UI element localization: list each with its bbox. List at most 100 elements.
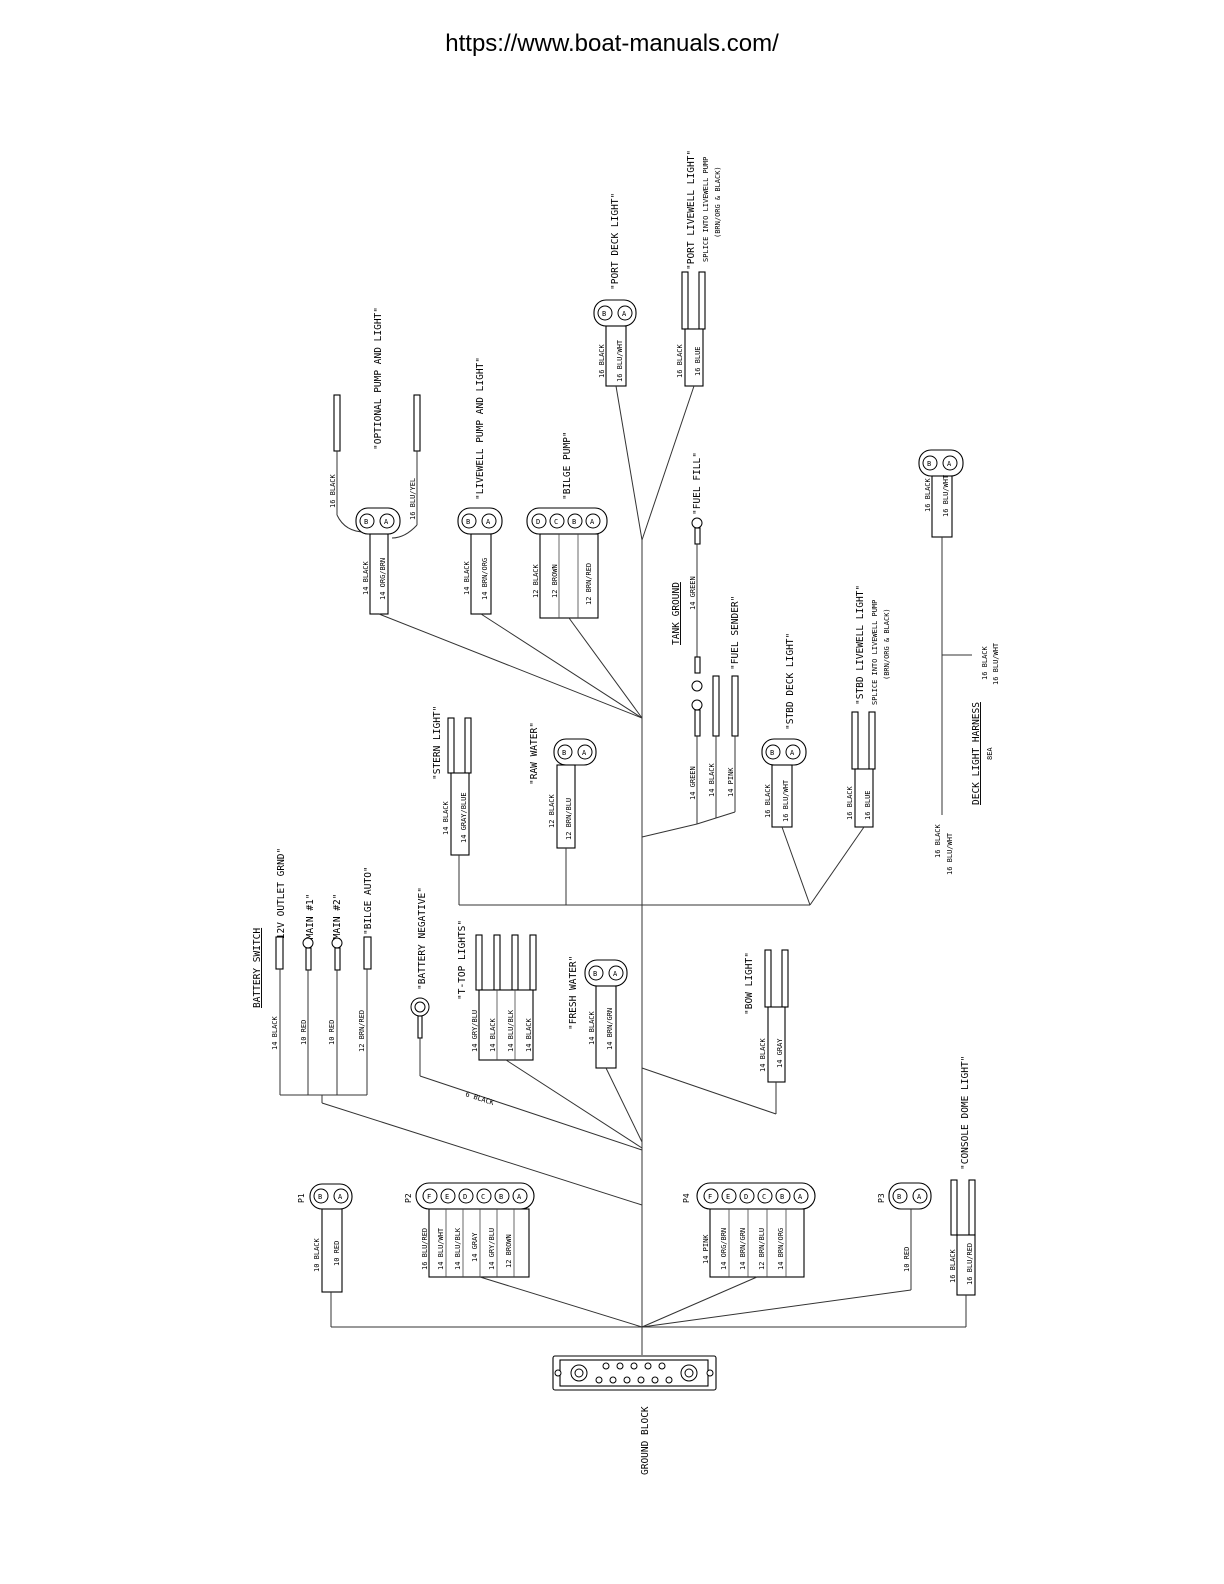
optional-pin-a: A xyxy=(384,518,389,526)
port-deck-pin-a: A xyxy=(622,310,627,318)
fuel-wire-3: 14 PINK xyxy=(727,767,735,797)
stbd-deck-wire-2: 16 BLU/WHT xyxy=(782,779,790,822)
p1-wire-1: 10 BLACK xyxy=(313,1237,321,1272)
p2-wire-2: 14 BLU/WHT xyxy=(437,1227,445,1270)
stbd-livewell-note2: (BRN/ORG & BLACK) xyxy=(883,608,891,680)
port-livewell-wire-1: 16 BLACK xyxy=(676,343,684,378)
fuel-sender-label: "FUEL SENDER" xyxy=(730,596,741,670)
p4-pin-e: E xyxy=(726,1193,730,1201)
optional-pump-and-light: "OPTIONAL PUMP AND LIGHT" 16 BLACK 16 BL… xyxy=(329,307,643,719)
p4-id: P4 xyxy=(682,1193,691,1203)
bilge-pin-d: D xyxy=(536,518,540,526)
bilge-pump-label: "BILGE PUMP" xyxy=(562,431,573,500)
port-deck-light: "PORT DECK LIGHT" B A 16 BLACK 16 BLU/WH… xyxy=(593,193,643,541)
p4-wire-4: 12 BRN/BLU xyxy=(758,1228,766,1270)
p4-pin-a: A xyxy=(798,1193,803,1201)
stbd-deck-light-label: "STBD DECK LIGHT" xyxy=(785,633,796,730)
stern-light-label: "STERN LIGHT" xyxy=(432,706,443,780)
port-livewell-light: "PORT LIVEWELL LIGHT" SPLICE INTO LIVEWE… xyxy=(641,150,722,541)
raw-water-label: "RAW WATER" xyxy=(529,722,540,785)
fresh-water-pin-a: A xyxy=(613,970,618,978)
deck-harness-qty: 8EA xyxy=(986,747,994,760)
p3-pin-a: A xyxy=(917,1193,922,1201)
p2-wire-5: 14 GRY/BLU xyxy=(488,1228,496,1270)
raw-water-wire-1: 12 BLACK xyxy=(548,793,556,828)
battery-negative-label: "BATTERY NEGATIVE" xyxy=(417,887,428,990)
p3-id: P3 xyxy=(877,1193,886,1203)
p2-pin-f: F xyxy=(427,1193,431,1201)
bow-light-wire-2: 14 GRAY xyxy=(776,1038,784,1068)
stbd-deck-pin-a: A xyxy=(790,749,795,757)
p1-id: P1 xyxy=(297,1193,306,1203)
connector-p3: P3 B A 10 RED xyxy=(641,1182,932,1328)
deck-harness-side-wire-2: 16 BLU/WHT xyxy=(992,642,1000,685)
port-deck-wire-1: 16 BLACK xyxy=(598,343,606,378)
bilge-wire-3: 12 BRN/RED xyxy=(585,563,593,605)
stbd-deck-pin-b: B xyxy=(770,749,774,757)
livewell-pump-and-light: "LIVEWELL PUMP AND LIGHT" B A 14 BLACK 1… xyxy=(457,357,643,719)
p1-wire-2: 10 RED xyxy=(333,1241,341,1266)
optional-pin-b: B xyxy=(364,518,368,526)
battery-switch-title: BATTERY SWITCH xyxy=(252,928,263,1008)
p2-wire-6: 12 BROWN xyxy=(505,1234,513,1268)
p4-pin-c: C xyxy=(762,1193,766,1201)
bsw-wire-1: 14 BLACK xyxy=(271,1015,279,1050)
bilge-pump: "BILGE PUMP" D C B A 12 BLACK 12 BROWN 1… xyxy=(526,431,643,719)
stbd-deck-light: "STBD DECK LIGHT" B A 16 BLACK 16 BLU/WH… xyxy=(761,633,811,906)
connector-p1: P1 B A 10 BLACK 10 RED xyxy=(297,1183,353,1327)
p2-pin-c: C xyxy=(481,1193,485,1201)
port-livewell-label: "PORT LIVEWELL LIGHT" xyxy=(686,150,697,270)
p4-wire-3: 14 BRN/GRN xyxy=(739,1228,747,1270)
p1-pin-b: B xyxy=(318,1193,322,1201)
livewell-wire-2: 14 BRN/ORG xyxy=(481,558,489,600)
optional-wire-1: 14 BLACK xyxy=(362,560,370,595)
raw-water-pin-b: B xyxy=(562,749,566,757)
p2-pin-a: A xyxy=(517,1193,522,1201)
stbd-livewell-wire-2: 16 BLUE xyxy=(864,790,872,820)
stern-light: "STERN LIGHT" 14 BLACK 14 GRAY/BLUE xyxy=(432,706,472,905)
console-dome-wire-1: 16 BLACK xyxy=(949,1248,957,1283)
fresh-water-label: "FRESH WATER" xyxy=(568,956,579,1030)
optional-pump-label: "OPTIONAL PUMP AND LIGHT" xyxy=(373,307,384,450)
deck-harness-bottom-wire-1: 16 BLACK xyxy=(934,823,942,858)
p2-pin-e: E xyxy=(445,1193,449,1201)
stern-light-wire-2: 14 GRAY/BLUE xyxy=(460,792,468,843)
bilge-pin-a: A xyxy=(590,518,595,526)
port-deck-light-label: "PORT DECK LIGHT" xyxy=(610,193,621,290)
bow-light-wire-1: 14 BLACK xyxy=(759,1037,767,1072)
optional-branch-wire-1: 16 BLACK xyxy=(329,473,337,508)
port-livewell-note2: (BRN/ORG & BLACK) xyxy=(714,166,722,238)
t-top-wire-3: 14 BLU/BLK xyxy=(507,1009,515,1052)
console-dome-wire-2: 16 BLU/RED xyxy=(966,1243,974,1285)
deck-harness-bottom-wire-2: 16 BLU/WHT xyxy=(946,832,954,875)
stbd-livewell-label: "STBD LIVEWELL LIGHT" xyxy=(855,585,866,705)
deck-harness-top-wire-1: 16 BLACK xyxy=(924,477,932,512)
p2-pin-d: D xyxy=(463,1193,467,1201)
optional-branch-wire-2: 16 BLU/YEL xyxy=(409,478,417,520)
livewell-pump-label: "LIVEWELL PUMP AND LIGHT" xyxy=(475,357,486,500)
raw-water-wire-2: 12 BRN/BLU xyxy=(565,798,573,840)
p4-wire-2: 14 ORG/BRN xyxy=(720,1228,728,1270)
p4-pin-f: F xyxy=(708,1193,712,1201)
console-dome-light: "CONSOLE DOME LIGHT" 16 BLACK 16 BLU/RED xyxy=(949,1056,976,1327)
bsw-wire-2: 10 RED xyxy=(300,1020,308,1045)
p3-pin-b: B xyxy=(897,1193,901,1201)
t-top-wire-1: 14 GRY/BLU xyxy=(471,1010,479,1052)
livewell-pin-b: B xyxy=(466,518,470,526)
port-livewell-note1: SPLICE INTO LIVEWELL PUMP xyxy=(702,157,710,262)
bilge-wire-1: 12 BLACK xyxy=(532,563,540,598)
bilge-pin-c: C xyxy=(554,518,558,526)
t-top-lights: "T-TOP LIGHTS" 14 GRY/BLU 14 BLACK 14 BL… xyxy=(457,920,643,1149)
tank-ground-label: TANK GROUND xyxy=(671,582,682,645)
fuel-section: TANK GROUND 14 GREEN "FUEL FILL" "FUEL S… xyxy=(641,452,741,838)
t-top-wire-2: 14 BLACK xyxy=(489,1017,497,1052)
page-url: https://www.boat-manuals.com/ xyxy=(445,30,779,57)
t-top-lights-label: "T-TOP LIGHTS" xyxy=(457,920,468,1000)
p4-wire-5: 14 BRN/ORG xyxy=(777,1228,785,1270)
p2-wire-1: 16 BLU/RED xyxy=(421,1228,429,1270)
terminal-main2-label: "MAIN #2" xyxy=(332,894,343,945)
tank-ground-wire: 14 GREEN xyxy=(689,576,697,610)
fuel-fill-label: "FUEL FILL" xyxy=(692,452,703,515)
terminal-12v-label: "12V OUTLET GRND" xyxy=(276,848,287,945)
